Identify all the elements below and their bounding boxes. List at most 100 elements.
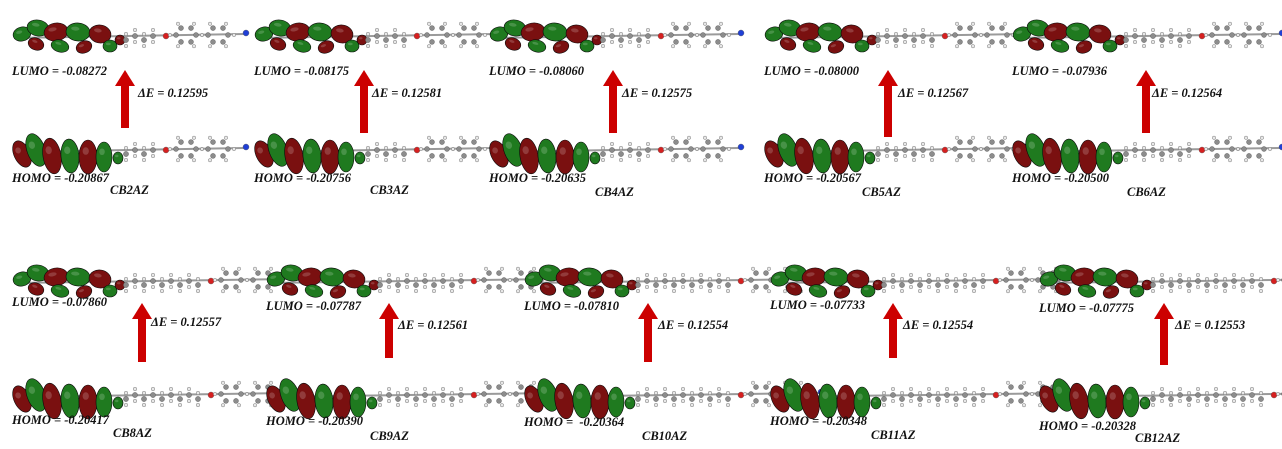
carbon-atom xyxy=(1168,33,1174,39)
oxygen-atom xyxy=(1270,391,1278,399)
hydrogen-atom xyxy=(671,21,675,26)
homo-energy-label: HOMO = -0.20635 xyxy=(489,171,587,185)
carbon-atom xyxy=(1246,25,1252,31)
hydrogen-atom xyxy=(1038,403,1042,408)
hydrogen-atom xyxy=(1249,387,1254,392)
hydrogen-atom xyxy=(1168,40,1173,45)
homo-energy-label: HOMO = -0.20867 xyxy=(12,171,110,185)
hydrogen-atom xyxy=(500,289,504,294)
orbital-lobe xyxy=(320,139,340,175)
homo-energy-label: HOMO = -0.20364 xyxy=(524,415,625,429)
hydrogen-atom xyxy=(699,399,704,404)
hydrogen-atom xyxy=(1022,266,1026,271)
hydrogen-atom xyxy=(500,266,504,271)
hydrogen-atom xyxy=(699,387,704,392)
carbon-atom xyxy=(680,278,686,284)
carbon-atom xyxy=(609,33,615,39)
hydrogen-atom xyxy=(132,387,137,392)
hydrogen-atom xyxy=(186,285,191,290)
carbon-atom xyxy=(141,396,147,402)
carbon-atom xyxy=(673,153,679,159)
hydrogen-atom xyxy=(703,44,707,49)
orbital-lobe xyxy=(50,284,70,298)
hydrogen-atom xyxy=(432,277,437,282)
hydrogen-atom xyxy=(954,277,959,282)
carbon-atom xyxy=(926,278,932,284)
carbon-atom xyxy=(1003,391,1009,397)
hydrogen-atom xyxy=(1195,285,1200,290)
carbon-atom xyxy=(429,139,435,145)
carbon-atom xyxy=(1141,37,1147,43)
hydrogen-atom xyxy=(384,44,389,49)
carbon-atom xyxy=(689,282,695,288)
orbital-lobe xyxy=(870,396,882,410)
carbon-atom xyxy=(496,384,502,390)
carbon-atom xyxy=(1177,37,1183,43)
oxygen-atom xyxy=(470,277,478,285)
carbon-atom xyxy=(188,139,194,145)
carbon-atom xyxy=(471,25,477,31)
hydrogen-atom xyxy=(645,387,650,392)
hydrogen-atom xyxy=(954,391,959,396)
orbital-lobe xyxy=(269,37,287,51)
hydrogen-atom xyxy=(132,40,137,45)
hydrogen-atom xyxy=(645,273,650,278)
hydrogen-atom xyxy=(921,28,926,33)
homo-energy-label: HOMO = -0.20328 xyxy=(1039,419,1137,433)
hydrogen-atom xyxy=(900,391,905,396)
lumo-orbital-structure xyxy=(12,264,295,299)
carbon-atom xyxy=(899,282,905,288)
hydrogen-atom xyxy=(981,273,986,278)
hydrogen-atom xyxy=(1213,285,1218,290)
hydrogen-atom xyxy=(1177,44,1182,49)
orbital-lobe xyxy=(572,383,592,419)
hydrogen-atom xyxy=(375,141,380,146)
hydrogen-atom xyxy=(1141,32,1146,37)
nitrogen-atom xyxy=(1278,143,1282,151)
carbon-atom xyxy=(1214,153,1220,159)
hydrogen-atom xyxy=(663,399,668,404)
carbon-atom xyxy=(908,278,914,284)
hydrogen-atom xyxy=(1150,141,1155,146)
hydrogen-atom xyxy=(1204,289,1209,294)
carbon-atom xyxy=(1256,139,1262,145)
carbon-atom xyxy=(1224,139,1230,145)
hydrogen-atom xyxy=(1258,391,1263,396)
hydrogen-atom xyxy=(405,399,410,404)
hydrogen-atom xyxy=(900,403,905,408)
homo-orbital-structure xyxy=(1012,133,1282,175)
carbon-atom xyxy=(1258,282,1264,288)
carbon-atom xyxy=(141,282,147,288)
hydrogen-atom xyxy=(123,32,128,37)
carbon-atom xyxy=(1008,384,1014,390)
hydrogen-atom xyxy=(1141,145,1146,150)
carbon-atom xyxy=(1177,278,1183,284)
hydrogen-atom xyxy=(695,33,699,37)
orbital-lobe xyxy=(337,141,355,173)
carbon-atom xyxy=(132,147,138,153)
carbon-atom xyxy=(707,396,713,402)
hydrogen-atom xyxy=(1260,21,1264,26)
hydrogen-atom xyxy=(475,21,479,26)
hydrogen-atom xyxy=(195,289,200,294)
hydrogen-atom xyxy=(1038,266,1042,271)
carbon-atom xyxy=(392,147,398,153)
hydrogen-atom xyxy=(690,289,695,294)
orbital-lobe xyxy=(317,40,335,54)
hydrogen-atom xyxy=(224,44,228,49)
orbital-lobe xyxy=(823,267,849,287)
hydrogen-atom xyxy=(998,392,1002,396)
hydrogen-atom xyxy=(1228,44,1232,49)
hydrogen-atom xyxy=(176,44,180,49)
hydrogen-atom xyxy=(912,32,917,37)
hydrogen-atom xyxy=(423,387,428,392)
hydrogen-atom xyxy=(1195,387,1200,392)
carbon-atom xyxy=(971,282,977,288)
hydrogen-atom xyxy=(628,28,633,33)
hydrogen-atom xyxy=(532,380,536,385)
carbon-atom xyxy=(911,151,917,157)
carbon-atom xyxy=(1150,282,1156,288)
hydrogen-atom xyxy=(441,285,446,290)
hydrogen-atom xyxy=(743,278,747,282)
hydrogen-atom xyxy=(1150,289,1155,294)
